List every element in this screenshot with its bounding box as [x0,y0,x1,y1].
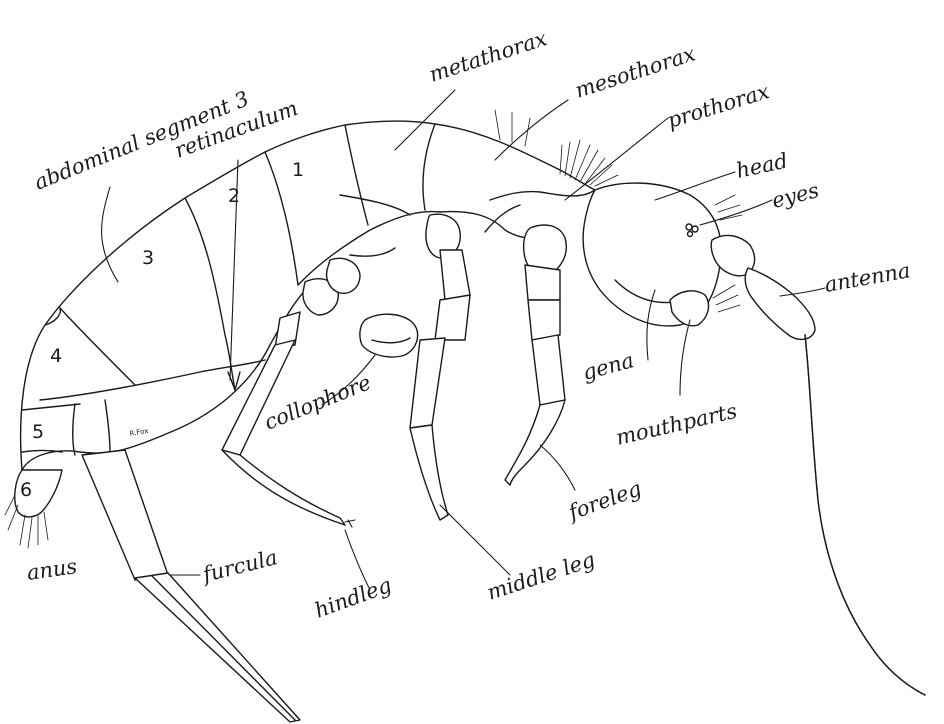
segment-number-4: 4 [50,345,62,367]
label-anus: anus [25,554,78,585]
label-foreleg: foreleg [564,476,645,525]
anal-region-shape [5,470,62,548]
middle-leg-shape [410,214,470,520]
segment-number-5: 5 [32,421,44,443]
foreleg-shape [505,225,566,485]
head-shape [583,183,721,326]
label-mesothorax: mesothorax [572,41,698,102]
segment-number-1: 1 [292,159,304,181]
segment-number-3: 3 [142,247,154,269]
label-gena: gena [580,348,636,385]
antenna-shape [711,235,925,695]
label-hindleg: hindleg [312,573,395,623]
label-collophore: collophore [261,370,374,434]
label-metathorax: metathorax [426,26,550,87]
label-head: head [734,149,790,183]
label-furcula: furcula [198,545,279,587]
furcula-shape [82,450,300,722]
segment-number-6: 6 [20,479,32,501]
label-antenna: antenna [823,258,912,297]
artist-signature: R.Fox [129,427,149,438]
collophore-shape [360,314,418,357]
segment-number-2: 2 [228,185,240,207]
label-mouthparts: mouthparts [614,399,740,450]
label-prothorax: prothorax [664,79,772,133]
label-middle-leg: middle leg [484,547,598,604]
label-eyes: eyes [769,178,821,213]
